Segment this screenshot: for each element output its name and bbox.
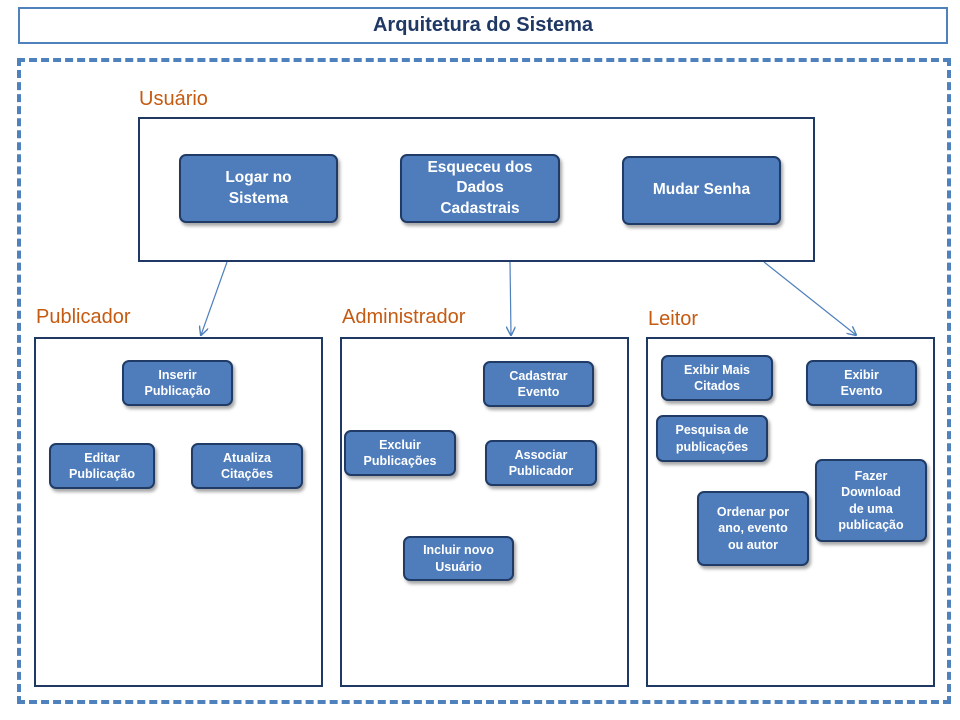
section-label-leitor: Leitor	[648, 308, 699, 330]
node-incluir-usuario[interactable]: Incluir novo Usuário	[403, 536, 514, 581]
node-exibir-mais-citados[interactable]: Exibir Mais Citados	[661, 355, 773, 401]
node-excluir-publicacoes[interactable]: Excluir Publicações	[344, 430, 456, 476]
system-frame	[17, 58, 951, 704]
node-cadastrar-evento[interactable]: Cadastrar Evento	[483, 361, 594, 407]
node-inserir-publicacao[interactable]: Inserir Publicação	[122, 360, 233, 406]
node-exibir-evento[interactable]: Exibir Evento	[806, 360, 917, 406]
node-associar-publicador[interactable]: Associar Publicador	[485, 440, 597, 486]
node-pesquisa-publicacoes[interactable]: Pesquisa de publicações	[656, 415, 768, 462]
diagram-title: Arquitetura do Sistema	[18, 7, 948, 44]
node-editar-publicacao[interactable]: Editar Publicação	[49, 443, 155, 489]
node-esqueceu-dados[interactable]: Esqueceu dos Dados Cadastrais	[400, 154, 560, 223]
node-mudar-senha[interactable]: Mudar Senha	[622, 156, 781, 225]
section-label-usuario: Usuário	[139, 88, 208, 110]
node-atualiza-citacoes[interactable]: Atualiza Citações	[191, 443, 303, 489]
node-fazer-download[interactable]: Fazer Download de uma publicação	[815, 459, 927, 542]
section-label-publicador: Publicador	[36, 306, 131, 328]
node-ordenar-por[interactable]: Ordenar por ano, evento ou autor	[697, 491, 809, 566]
node-logar-sistema[interactable]: Logar no Sistema	[179, 154, 338, 223]
section-label-administrador: Administrador	[342, 306, 466, 328]
